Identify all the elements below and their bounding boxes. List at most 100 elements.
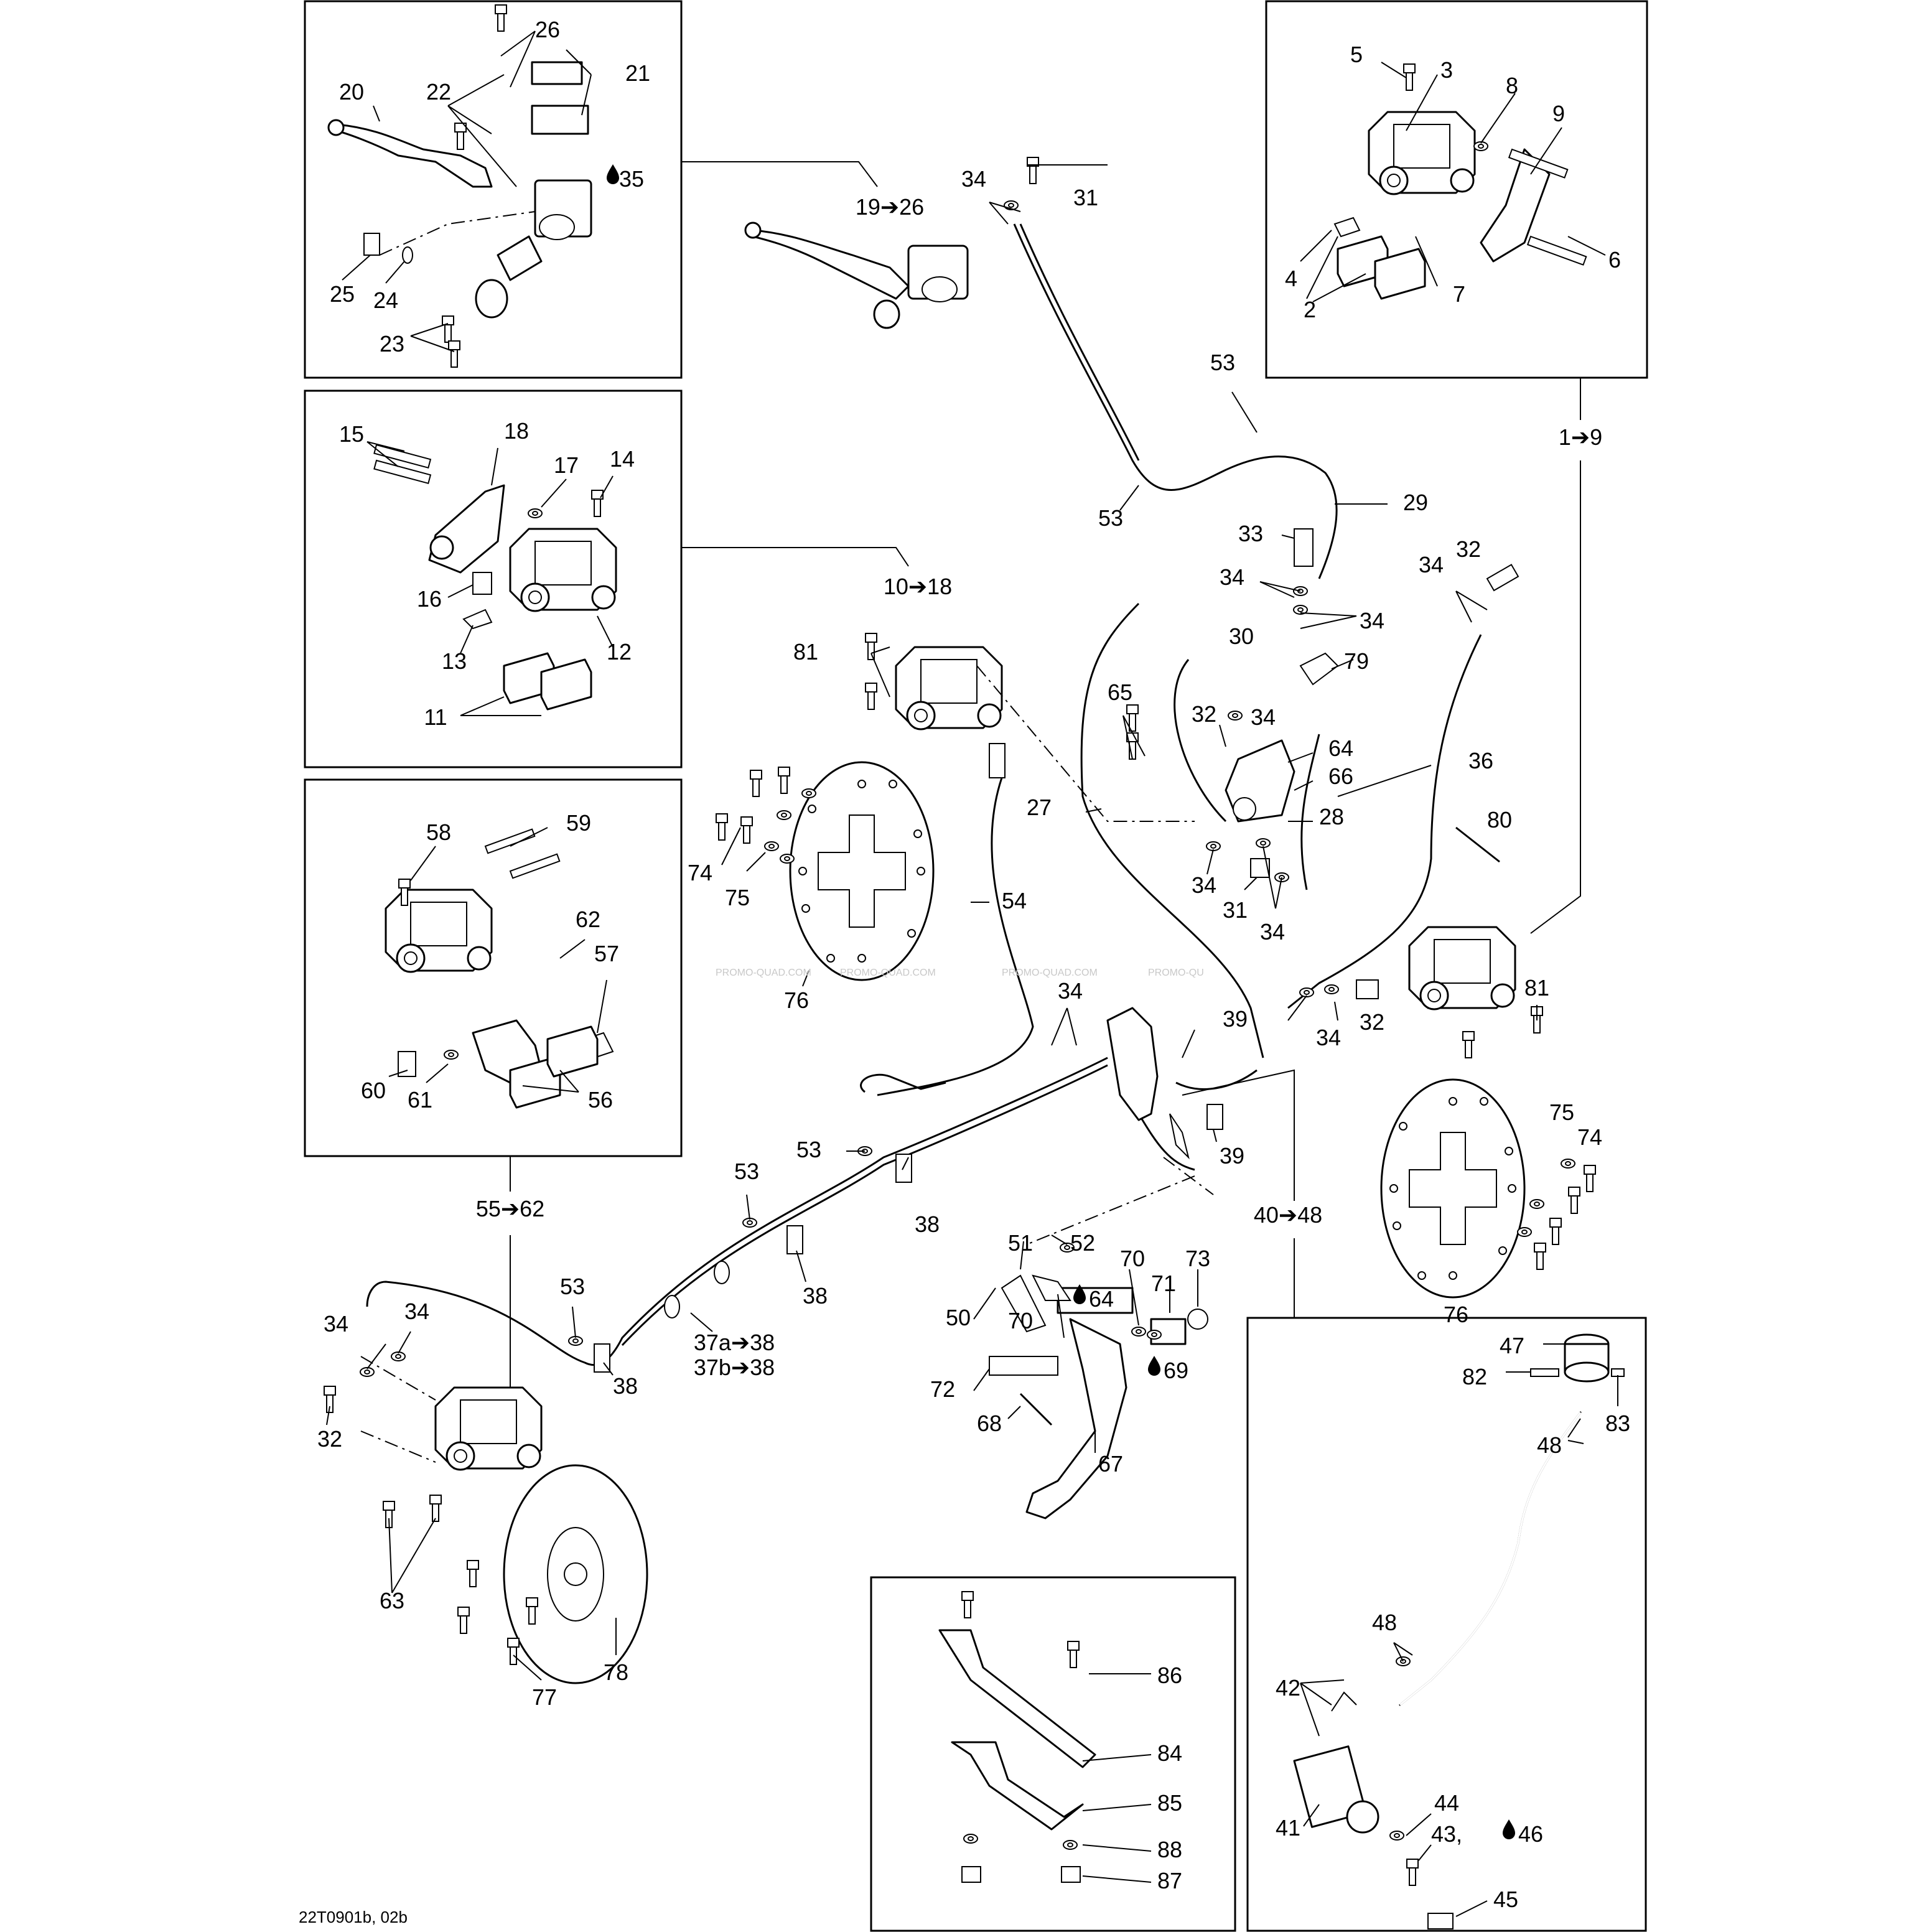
figure-code: 22T0901b, 02b (299, 1908, 408, 1926)
callout-13: 13 (442, 648, 467, 674)
callout-17: 17 (554, 452, 579, 478)
bracket-exploded (938, 1591, 1096, 1883)
callout-76-b: 76 (1444, 1302, 1468, 1327)
callout-35-group: 35 (607, 164, 644, 192)
callout-73: 73 (1185, 1246, 1210, 1271)
callout-42: 42 (1276, 1675, 1300, 1701)
inset-box-master-cylinder (304, 0, 683, 379)
callout-37b: 37b➔38 (694, 1355, 775, 1380)
callout-30: 30 (1229, 623, 1254, 649)
callout-37a: 37a➔38 (694, 1330, 775, 1355)
callout-61: 61 (408, 1087, 432, 1113)
callout-43: 43, (1431, 1821, 1462, 1847)
callout-48-a: 48 (1537, 1432, 1562, 1458)
callout-53-a: 53 (1210, 350, 1235, 375)
callout-54: 54 (1002, 888, 1027, 913)
callout-34-j: 34 (324, 1311, 348, 1337)
main-front-right-caliper (1299, 926, 1543, 1058)
callout-34-f: 34 (1192, 872, 1216, 898)
callout-72: 72 (930, 1376, 955, 1402)
callout-56: 56 (588, 1087, 613, 1113)
oil-drop-icon (1148, 1356, 1160, 1376)
callout-14: 14 (610, 446, 635, 472)
callout-5: 5 (1350, 42, 1363, 67)
main-rear-caliper (324, 1351, 543, 1528)
callout-65: 65 (1108, 679, 1132, 705)
main-front-left-caliper (865, 633, 1195, 822)
callout-85: 85 (1157, 1790, 1182, 1816)
callout-38-a: 38 (915, 1211, 940, 1237)
callout-53-b: 53 (1098, 505, 1123, 531)
callout-34-i: 34 (1316, 1025, 1341, 1050)
rear-caliper-exploded (385, 828, 614, 1109)
oil-drop-icon (607, 164, 619, 184)
callout-12: 12 (607, 639, 632, 665)
main-distribution-block (1126, 528, 1519, 882)
callout-53-e: 53 (560, 1274, 585, 1299)
callout-44: 44 (1434, 1790, 1459, 1816)
callout-32-a: 32 (1456, 536, 1481, 562)
callout-34-h: 34 (1058, 978, 1083, 1004)
watermark-text-2: PROMO-QUAD.COM (840, 968, 936, 978)
callout-1-9: 1➔9 (1559, 424, 1602, 450)
callout-9: 9 (1552, 101, 1565, 126)
callout-82: 82 (1462, 1364, 1487, 1389)
callout-60: 60 (361, 1078, 386, 1103)
callout-31-b: 31 (1223, 897, 1248, 923)
callout-51: 51 (1008, 1230, 1033, 1256)
callout-7: 7 (1453, 281, 1465, 307)
main-brake-pedal-assembly (989, 1007, 1223, 1519)
callout-24: 24 (373, 287, 398, 313)
callout-55-62: 55➔62 (476, 1196, 544, 1221)
callout-41: 41 (1276, 1815, 1300, 1841)
inset-box-rear-caliper (304, 778, 683, 1157)
callout-39-b: 39 (1220, 1143, 1244, 1169)
inset-box-front-right-caliper (1265, 0, 1648, 379)
callout-58: 58 (426, 819, 451, 845)
callout-53-c: 53 (796, 1137, 821, 1162)
callout-75-b: 75 (1549, 1099, 1574, 1125)
callout-38-b: 38 (803, 1283, 828, 1309)
handlebar-master-cylinder-exploded (327, 4, 592, 368)
callout-34-k: 34 (404, 1299, 429, 1324)
callout-53-d: 53 (734, 1159, 759, 1184)
connector-10-18 (681, 547, 909, 567)
callout-34-e: 34 (1251, 704, 1276, 730)
callout-34-d: 34 (1419, 552, 1444, 577)
callout-87: 87 (1157, 1868, 1182, 1893)
callout-45: 45 (1493, 1887, 1518, 1912)
callout-63: 63 (380, 1588, 404, 1613)
callout-10-18: 10➔18 (884, 574, 952, 599)
main-rear-disc (457, 1464, 648, 1684)
callout-20: 20 (339, 79, 364, 105)
callout-64-lube-group: 64 (1073, 1284, 1114, 1312)
callout-34-top: 34 (961, 166, 986, 192)
callout-36: 36 (1468, 748, 1493, 773)
callout-33: 33 (1238, 521, 1263, 546)
callout-18: 18 (504, 418, 529, 444)
callout-34-g: 34 (1260, 919, 1285, 945)
callout-25: 25 (330, 281, 355, 307)
callout-35: 35 (619, 166, 644, 192)
callout-4: 4 (1285, 266, 1297, 291)
callout-80: 80 (1487, 807, 1512, 833)
inset-box-bracket (870, 1576, 1236, 1932)
rear-master-cylinder-exploded (1293, 1333, 1625, 1930)
callout-70-a: 70 (1120, 1246, 1145, 1271)
callout-21: 21 (625, 60, 650, 86)
callout-59: 59 (566, 810, 591, 836)
callout-69-lube-group: 69 (1148, 1356, 1188, 1383)
callout-2: 2 (1304, 297, 1316, 322)
callout-34-b: 34 (1220, 564, 1244, 590)
callout-31-top: 31 (1073, 185, 1098, 210)
connector-19-26 (681, 161, 878, 187)
oil-drop-icon (1503, 1819, 1515, 1839)
callout-32-b: 32 (1192, 701, 1216, 727)
callout-11: 11 (424, 704, 447, 730)
callout-57: 57 (594, 941, 619, 966)
callout-50: 50 (946, 1305, 971, 1330)
callout-34-c: 34 (1360, 608, 1384, 633)
callout-46: 46 (1518, 1821, 1543, 1847)
main-brake-switch-wire (860, 743, 1006, 1093)
